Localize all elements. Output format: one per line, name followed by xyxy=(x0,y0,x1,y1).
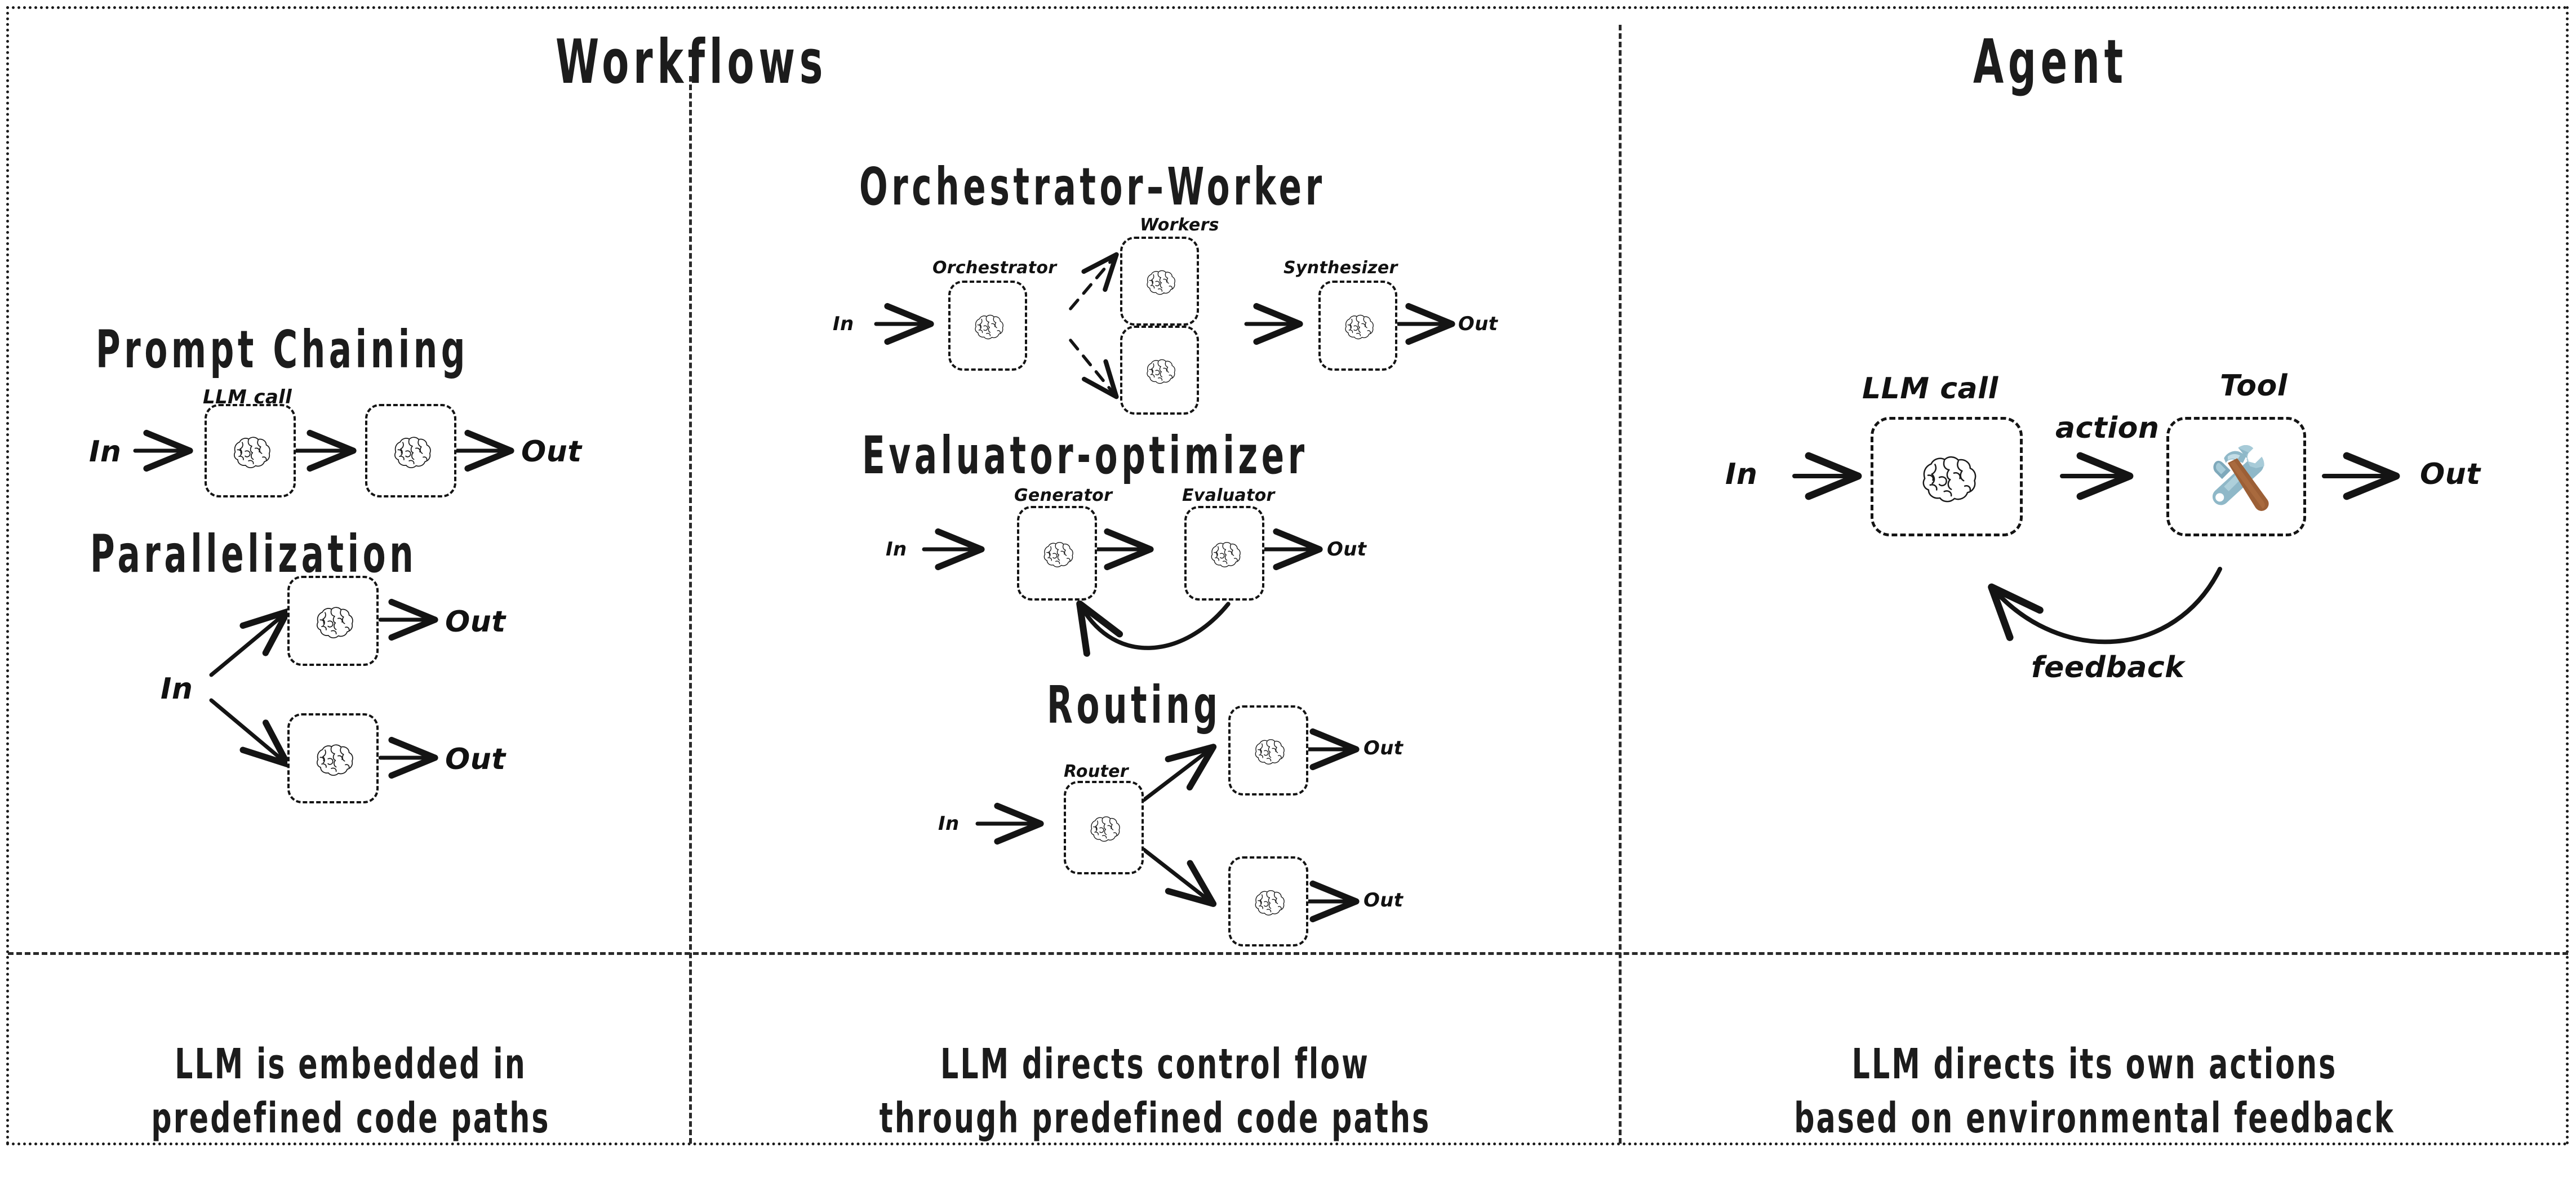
agent-label-llm-call: LLM call xyxy=(1862,372,1998,406)
brain-icon xyxy=(1922,456,1977,503)
node-route-bottom[interactable] xyxy=(1228,856,1308,946)
caption-row-divider xyxy=(8,952,2568,955)
label-evaluator: Evaluator xyxy=(1182,486,1275,505)
parallelization-input-label: In xyxy=(161,672,193,706)
caption-line: LLM directs control flow through predefi… xyxy=(879,1040,1431,1143)
diagram-canvas: Workflows Agent Prompt Chaining LLM call… xyxy=(6,6,2569,1145)
caption-agent: LLM directs its own actions based on env… xyxy=(1628,983,2561,1200)
brain-icon xyxy=(975,314,1003,340)
agent-label-feedback: feedback xyxy=(2031,651,2185,685)
caption-line: LLM directs its own actions based on env… xyxy=(1794,1040,2395,1143)
brain-icon xyxy=(316,744,353,776)
node-worker-top[interactable] xyxy=(1120,237,1199,326)
caption-line: LLM is embedded in predefined code paths xyxy=(151,1040,550,1143)
node-route-top[interactable] xyxy=(1228,705,1308,795)
agent-output-label: Out xyxy=(2420,457,2481,491)
brain-icon xyxy=(1090,816,1120,842)
orchestrator-input-label: In xyxy=(833,313,854,335)
brain-icon xyxy=(1147,359,1175,384)
column-title-agent: Agent xyxy=(1973,27,2128,97)
routing-input-label: In xyxy=(938,812,960,835)
section-title-evaluator-optimizer: Evaluator-optimizer xyxy=(862,425,1308,486)
brain-icon xyxy=(1345,314,1374,340)
brain-icon xyxy=(1043,542,1073,567)
node-generator[interactable] xyxy=(1017,506,1097,601)
prompt-chaining-output-label: Out xyxy=(521,435,582,469)
prompt-chaining-input-label: In xyxy=(89,435,122,469)
label-synthesizer: Synthesizer xyxy=(1283,258,1398,278)
agent-input-label: In xyxy=(1725,457,1758,491)
diagram-outer-border xyxy=(6,6,2569,1145)
agent-label-action: action xyxy=(2055,411,2160,445)
brain-icon xyxy=(1147,270,1175,295)
section-title-parallelization: Parallelization xyxy=(90,524,418,584)
brain-icon xyxy=(316,607,353,639)
column-divider-left xyxy=(689,76,692,1144)
section-title-orchestrator-worker: Orchestrator–Worker xyxy=(859,157,1326,217)
node-llm-branch-top[interactable] xyxy=(287,576,379,666)
orchestrator-output-label: Out xyxy=(1458,313,1498,335)
node-llm-call-2[interactable] xyxy=(365,404,456,497)
label-workers: Workers xyxy=(1140,215,1219,235)
caption-workflows-middle: LLM directs control flow through predefi… xyxy=(699,983,1611,1200)
parallelization-output-bottom: Out xyxy=(445,743,506,776)
brain-icon xyxy=(1211,542,1241,567)
node-agent-tool[interactable] xyxy=(2166,417,2306,536)
column-divider-right xyxy=(1619,25,1622,1144)
caption-workflows-left: LLM is embedded in predefined code paths xyxy=(17,983,685,1200)
node-synthesizer[interactable] xyxy=(1318,281,1397,371)
column-title-workflows: Workflows xyxy=(556,27,828,97)
label-router: Router xyxy=(1064,762,1129,781)
label-orchestrator: Orchestrator xyxy=(932,258,1057,278)
node-orchestrator[interactable] xyxy=(948,281,1027,371)
section-title-prompt-chaining: Prompt Chaining xyxy=(96,319,469,380)
agent-label-tool: Tool xyxy=(2220,369,2288,403)
brain-icon xyxy=(233,437,270,469)
evaluator-input-label: In xyxy=(886,538,907,561)
section-title-routing: Routing xyxy=(1047,675,1222,735)
node-llm-call-1[interactable] xyxy=(205,404,296,497)
node-evaluator[interactable] xyxy=(1184,506,1264,601)
node-router[interactable] xyxy=(1064,781,1144,874)
evaluator-output-label: Out xyxy=(1327,538,1367,561)
routing-output-top: Out xyxy=(1363,737,1404,759)
node-llm-branch-bottom[interactable] xyxy=(287,713,379,803)
parallelization-output-top: Out xyxy=(445,605,506,639)
node-worker-bottom[interactable] xyxy=(1120,326,1199,415)
label-generator: Generator xyxy=(1014,486,1113,505)
brain-icon xyxy=(1255,890,1285,915)
brain-icon xyxy=(394,437,431,469)
routing-output-bottom: Out xyxy=(1363,889,1404,912)
brain-icon xyxy=(1255,739,1285,765)
node-agent-llm-call[interactable] xyxy=(1871,417,2023,536)
hammer-and-wrench-icon xyxy=(2212,445,2269,511)
